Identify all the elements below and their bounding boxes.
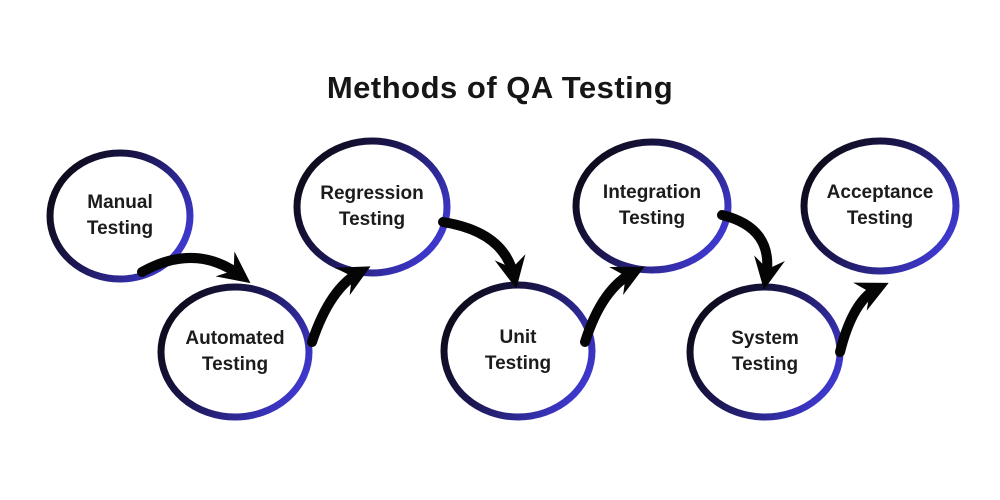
arrow-unit-to-integration-icon (580, 266, 645, 347)
circle-manual-testing (46, 149, 194, 283)
circle-acceptance-testing (800, 137, 960, 275)
circle-automated-testing (157, 283, 313, 421)
arrow-system-to-acceptance-icon (835, 282, 889, 357)
circle-system-testing (686, 283, 844, 421)
arrow-automated-to-regression-icon (307, 266, 371, 347)
arrow-integration-to-system-icon (717, 210, 785, 290)
page-title: Methods of QA Testing (326, 70, 674, 105)
arrow-regression-to-unit-icon (438, 217, 526, 289)
circle-integration-testing (572, 138, 732, 274)
circle-regression-testing (293, 137, 451, 277)
arrow-manual-to-automated-icon (137, 251, 251, 284)
circle-unit-testing (440, 281, 596, 421)
